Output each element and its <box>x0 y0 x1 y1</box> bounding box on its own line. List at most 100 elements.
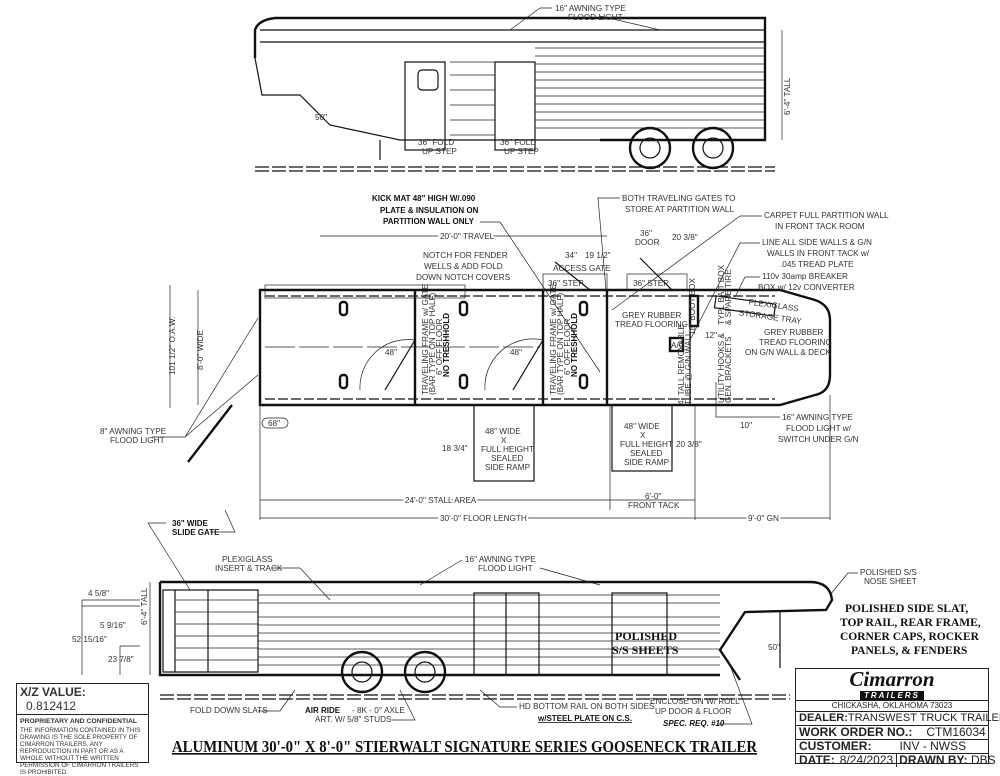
label: 16" AWNING TYPE <box>555 4 626 13</box>
label: 36" FOLD <box>500 138 536 147</box>
label: WALLS IN FRONT TACK w/ <box>767 249 870 258</box>
label: FRONT TACK <box>628 501 680 510</box>
label: GREY RUBBER <box>622 311 682 320</box>
logo-text: Cimarron <box>849 667 935 691</box>
label: PLATE & INSULATION ON <box>380 206 479 215</box>
side-ramp-2 <box>611 404 673 472</box>
label: SIDE RAMP <box>485 463 531 472</box>
stall-dimension: 24'-0" STALL AREA <box>405 496 477 505</box>
label: DOOR <box>635 238 660 247</box>
work-order-label: WORK ORDER NO.: <box>799 725 913 739</box>
width-dimension: 8'-0" WIDE <box>196 330 205 370</box>
label: AIR RIDE <box>305 706 341 715</box>
logo-subtext: TRAILERS <box>860 691 924 700</box>
label: 110v 30amp BREAKER <box>762 272 848 281</box>
dealer-label: DEALER: <box>799 712 848 724</box>
label: S/S SHEETS <box>612 643 679 657</box>
label: POLISHED S/S <box>860 568 917 577</box>
label: NOSE SHEET <box>864 577 917 586</box>
label: 36" STEP <box>548 279 584 288</box>
slats-top <box>450 47 765 136</box>
tie-rings <box>338 300 589 390</box>
label: FLOOD LIGHT w/ <box>786 424 852 433</box>
date-label: DATE: <box>799 753 835 767</box>
label: - 8K - 0° AXLE <box>352 706 405 715</box>
wheel <box>691 126 735 170</box>
gate-note: NO TRESHHOLD <box>442 313 451 377</box>
customer-value: INV - NWSS <box>899 739 967 753</box>
label: FLOOD LIGHT <box>110 436 165 445</box>
customer-label: CUSTOMER: <box>799 739 872 753</box>
label: 50" <box>315 113 327 122</box>
dealer-value: TRANSWEST TRUCK TRAILER RV <box>847 712 1000 724</box>
floor-plan: A/C PLEXIGLASS STORAGE TRAY 48" WIDE X F… <box>100 194 889 525</box>
label: 16" AWNING TYPE <box>465 555 536 564</box>
label: 48" <box>510 348 522 357</box>
label: UP DOOR & FLOOR <box>655 707 731 716</box>
label: ART. W/ 5/8" STUDS <box>315 715 392 724</box>
bottom-side-view: POLISHED S/S SHEETS 50" 36" WIDE SLIDE G… <box>72 509 981 728</box>
label: TUBE @ G/N WALL <box>684 331 693 405</box>
confidential-block: X/Z VALUE: 0.812412 PROPRIETARY AND CONF… <box>16 683 149 776</box>
xz-value: 0.812412 <box>26 699 77 713</box>
label: CARPET FULL PARTITION WALL <box>764 211 889 220</box>
label: INSERT & TRACK <box>215 564 283 573</box>
label: STORE AT PARTITION WALL <box>625 205 734 214</box>
label: POLISHED <box>615 629 677 643</box>
label: 36" <box>640 229 652 238</box>
drawn-by-value: DBS <box>970 753 996 767</box>
polished-note: POLISHED SIDE SLAT, <box>845 603 968 615</box>
customer-row: CUSTOMER: INV - NWSS <box>796 740 988 754</box>
label: FULL HEIGHT <box>481 445 534 454</box>
label: NOTCH FOR FENDER <box>423 251 508 260</box>
ac-unit <box>668 336 685 353</box>
label: 12" <box>705 331 717 340</box>
label: TREAD FLOORING <box>615 320 688 329</box>
drawing-title: ALUMINUM 30'-0" X 8'-0" STIERWALT SIGNAT… <box>172 737 758 756</box>
label: 50" <box>768 643 780 652</box>
label: 48" WIDE <box>485 427 521 436</box>
label: 6'-0" <box>645 492 661 501</box>
label: 34" <box>565 251 577 260</box>
top-side-view: 16" AWNING TYPE FLOOD LIGHT 50" 36" FOLD… <box>253 4 792 172</box>
gate-note: 6" OFF FLOOR <box>435 318 444 375</box>
label: w/STEEL PLATE ON C.S. <box>537 714 632 723</box>
label: IN FRONT TACK ROOM <box>775 222 865 231</box>
label: SIDE RAMP <box>624 458 670 467</box>
label: FOLD DOWN SLATS <box>190 706 268 715</box>
travel-dimension: 20'-0" TRAVEL <box>440 232 495 241</box>
label: TREAD FLOORING <box>759 338 832 347</box>
label: KICK MAT 48" HIGH W/.090 <box>372 194 476 203</box>
label: SEALED <box>630 449 662 458</box>
label: .045 TREAD PLATE <box>780 260 854 269</box>
label: 5 9/16" <box>100 621 126 630</box>
label: GREY RUBBER <box>764 328 824 337</box>
height-dimension: 6'-4" TALL <box>140 587 149 625</box>
label: 36" STEP <box>633 279 669 288</box>
floor-length-dimension: 30'-0" FLOOR LENGTH <box>440 514 527 523</box>
label: LINE ALL SIDE WALLS & G/N <box>762 238 872 247</box>
address: CHICKASHA, OKLAHOMA 73023 <box>796 701 988 712</box>
label: 68" <box>268 419 280 428</box>
gate-note: 6" OFF FLOOR <box>563 318 572 375</box>
label: 18" BOOT BOX <box>688 278 697 335</box>
label: HD BOTTOM RAIL ON BOTH SIDES <box>519 702 655 711</box>
label: SWITCH UNDER G/N <box>778 435 859 444</box>
work-order-value: CTM16034 <box>926 725 986 739</box>
oaw-dimension: 101 1/2" O.A.W. <box>168 317 177 375</box>
label: 36" FOLD <box>418 138 454 147</box>
title-block: Cimarron TRAILERS CHICKASHA, OKLAHOMA 73… <box>795 667 1000 767</box>
confidential-heading: PROPRIETARY AND CONFIDENTIAL <box>20 718 138 725</box>
label: PARTITION WALL ONLY <box>383 217 475 226</box>
confidential-text: THE INFORMATION CONTAINED IN THIS DRAWIN… <box>20 727 141 776</box>
label: UP STEP <box>422 147 457 156</box>
polished-note: CORNER CAPS, ROCKER <box>840 631 980 643</box>
polished-note: TOP RAIL, REAR FRAME, <box>840 617 981 629</box>
height-dimension: 6'-4" TALL <box>783 77 792 115</box>
label: BOTH TRAVELING GATES TO <box>622 194 735 203</box>
wheel <box>628 126 672 170</box>
label: 48" <box>385 348 397 357</box>
label: TYPL BAIT BOX <box>717 264 726 325</box>
label: 36" WIDE <box>172 519 208 528</box>
